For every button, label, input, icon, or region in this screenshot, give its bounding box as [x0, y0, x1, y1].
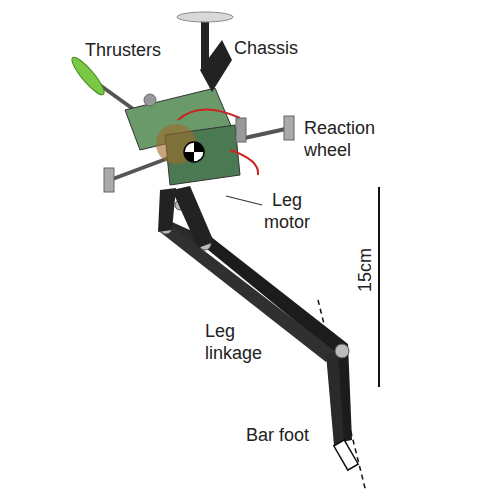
- chassis: [125, 12, 258, 185]
- part-label: Bar foot: [246, 424, 346, 446]
- thruster: [68, 54, 108, 98]
- part-label: Chassis: [234, 37, 324, 59]
- scale-bar: [378, 187, 380, 387]
- leg-linkage: [158, 186, 352, 446]
- part-label: Leg linkage: [205, 320, 285, 364]
- dimension-label: 15cm: [354, 240, 376, 300]
- bar-foot: [334, 440, 358, 470]
- part-label: Leg motor: [250, 189, 324, 233]
- part-label: Reaction wheel: [304, 117, 394, 161]
- leader-line: [226, 196, 262, 205]
- reaction-wheel: [104, 94, 294, 192]
- center-of-mass: [184, 142, 204, 162]
- part-label: Thrusters: [85, 39, 195, 61]
